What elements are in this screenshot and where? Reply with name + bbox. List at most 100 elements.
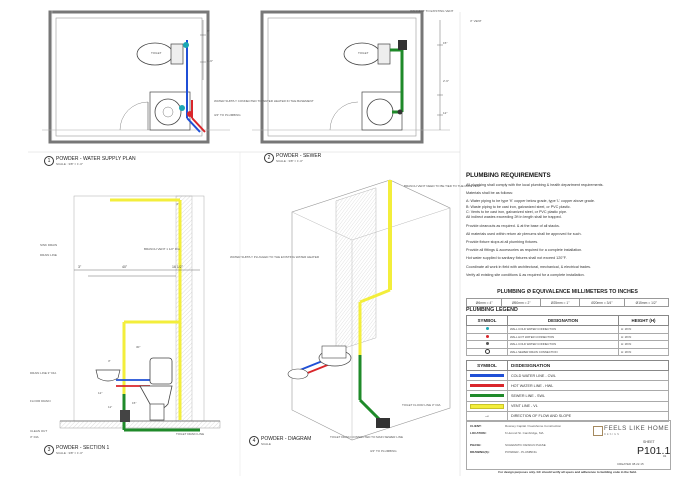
toilet-label-v2: TOILET (358, 51, 369, 55)
note-drain-line: DRAIN LINE (40, 253, 57, 257)
client-value: Rowney Capital / Feelshome Construction (505, 424, 562, 428)
dim-right: 16 1/2" (172, 265, 183, 269)
view-1-number: 1 (44, 156, 54, 166)
cold-water-line-swatch (470, 374, 504, 378)
note-sink-drain: SINK DRAIN (40, 243, 58, 247)
view-4-diagram (287, 179, 451, 441)
plumbing-legend: PLUMBING LEGEND SYMBOL DESIGNATION HEIGH… (466, 306, 669, 357)
vent-line-v4 (358, 180, 392, 355)
legend-designation: WALL HOT WATER CONNECTION (507, 332, 619, 342)
legend-designation: WALL SEWER DRAIN CONNECTION (507, 347, 619, 357)
dim-small-3: 12" (98, 391, 103, 395)
materials-item: A: Water piping to be type 'K' copper be… (466, 199, 595, 204)
title-block: CLIENT: Rowney Capital / Feelshome Const… (466, 420, 671, 470)
vent-line-swatch (470, 403, 504, 409)
materials-title: Materials shall be as follows: (466, 191, 513, 196)
dim-v1-b: 1'-6" (207, 59, 213, 63)
brand-subtitle: DESIGN (604, 433, 620, 436)
note-floor-drain: FLOOR DRAIN (30, 399, 51, 403)
conversion-table: PLUMBING Ø EQUIVALENCE MILLIMETERS TO IN… (465, 287, 670, 307)
dim-small-2: 15" (132, 401, 137, 405)
hot-water-line-swatch (470, 384, 504, 388)
dim-left: 3" (78, 265, 82, 269)
note-diagram-supply: WATER SUPPLY PLUGGED TO THE EXISTING WAT… (230, 255, 320, 259)
legend-height: H: 18 IN (618, 332, 669, 342)
legend-row: WALL SEWER DRAIN CONNECTION H: 18 IN (466, 347, 669, 357)
legend-height: H: 18 IN (618, 340, 669, 349)
note-branch-vent: BRANCH VENT 1 1/2" DIA (144, 247, 180, 251)
requirements-intro: All plumbing shall comply with the local… (466, 183, 604, 187)
disc-label: COLD WATER LINE - CWL (507, 369, 669, 382)
water-lines-v3 (116, 379, 150, 387)
materials-item: C: Vents to be cast iron, galvanized ste… (466, 210, 568, 215)
disc-label: HOT WATER LINE - HWL (507, 380, 669, 392)
legend-height: H: 18 IN (618, 325, 669, 334)
sink-plan-v1 (149, 91, 191, 131)
vent-note-v2: 3" VENT (470, 19, 482, 23)
hot-water-line-v1 (191, 100, 206, 133)
dim-top: 4" (176, 202, 179, 206)
view-2-title: POWDER - SEWER (276, 153, 322, 159)
conversion-title: PLUMBING Ø EQUIVALENCE MILLIMETERS TO IN… (497, 289, 638, 295)
view-4-title: POWDER - DIAGRAM (261, 436, 312, 442)
water-supply-note-v1: WATER SUPPLY CONNECTED TO WATER HEATER I… (214, 99, 314, 103)
dim-mid: 30" (136, 345, 141, 349)
requirement-item: Provide fixture stops at all plumbing fi… (466, 240, 539, 245)
view-1-title: POWDER - WATER SUPPLY PLAN (56, 156, 136, 162)
disc-row: COLD WATER LINE - CWL (466, 369, 669, 382)
disc-row: SEWER LINE - SWL (466, 390, 669, 402)
vent-line-v3 (110, 198, 182, 420)
dim-small-1: 3" (108, 359, 111, 363)
flow-arrow-icon: → (484, 413, 490, 420)
sink-elevation-v3 (95, 369, 121, 382)
legend-designation: WALL COLD WATER CONNECTION (507, 325, 619, 334)
toilet-label-v1: TOILET (151, 51, 162, 55)
location-label: LOCATION: (470, 431, 487, 435)
sheet-revision: 01 (663, 454, 667, 458)
cold-water-connection-icon (485, 342, 489, 346)
materials-item: B: Waste piping to be cast iron, galvani… (466, 204, 571, 209)
note-diagram-sewer: TOILET DRAIN CONNECTED TO MAIN SEWER LIN… (330, 435, 403, 439)
legend-row: WALL COLD WATER CONNECTION H: 18 IN (466, 325, 669, 334)
dim-v2-b: 2'-6" (443, 79, 449, 83)
requirement-item: Provide all fittings & accessories as re… (466, 248, 583, 253)
view-4-number: 4 (249, 436, 259, 446)
view-3-section (59, 195, 221, 432)
note-diagram-floor: TOILET FLOOR LINE 3" DIA (402, 403, 441, 407)
note-cleanout: CLEAN OUT (30, 429, 48, 433)
legend-height: H: 18 IN (618, 347, 669, 357)
note-diagram-basement: 3/4" TO PLUMBING (370, 449, 397, 453)
dim-v1-a: 8" (207, 29, 210, 33)
toilet-plan-v2 (343, 42, 391, 66)
connect-vent-note-v2: CONNECT TO EXISTING VENT (410, 9, 454, 13)
view-1-scale: SCALE : 3/8" = 1'-0" (56, 162, 83, 166)
phase-label: PHASE: (470, 443, 482, 447)
requirements-title: PLUMBING REQUIREMENTS (466, 172, 551, 179)
note-3in: 3" DIA (30, 435, 39, 439)
view-4-scale: SCALE (261, 442, 271, 446)
dim-v2-a: 15" (443, 41, 448, 45)
dim-small-4: 11" (108, 405, 113, 409)
conversion-cell: Ø15mm = 1/2" (623, 298, 670, 307)
drawings-label: DRAWING(S): (470, 450, 490, 454)
view-2-number: 2 (264, 153, 274, 163)
toilet-diagram-v4 (318, 345, 352, 367)
view-1-water-supply-plan (42, 10, 230, 144)
brand-logo-icon (593, 426, 603, 436)
sewer-line-v4 (358, 355, 387, 427)
requirement-item: Hot water supplied to sanitary fixtures … (466, 256, 567, 261)
legend-header-symbol: SYMBOL (466, 315, 508, 326)
requirement-item: Provide cleanouts as required. & at the … (466, 223, 560, 228)
legend-header-designation: DESIGNATION (507, 315, 619, 326)
disc-label: SEWER LINE - SWL (507, 390, 669, 402)
plumbing-requirements: PLUMBING REQUIREMENTS All plumbing shall… (466, 172, 671, 281)
view-3-number: 3 (44, 445, 54, 455)
phase-value: SCHEMATIC DESIGN PHASE (505, 443, 546, 447)
dim-v2-c: 12" (443, 111, 448, 115)
requirement-item: Coordinate all work in field with archit… (466, 264, 592, 269)
view-2-sewer-plan (252, 10, 450, 144)
legend-row: WALL HOT WATER CONNECTION H: 18 IN (466, 332, 669, 342)
hot-water-connection-icon (485, 334, 489, 338)
disc-row: HOT WATER LINE - HWL (466, 380, 669, 392)
